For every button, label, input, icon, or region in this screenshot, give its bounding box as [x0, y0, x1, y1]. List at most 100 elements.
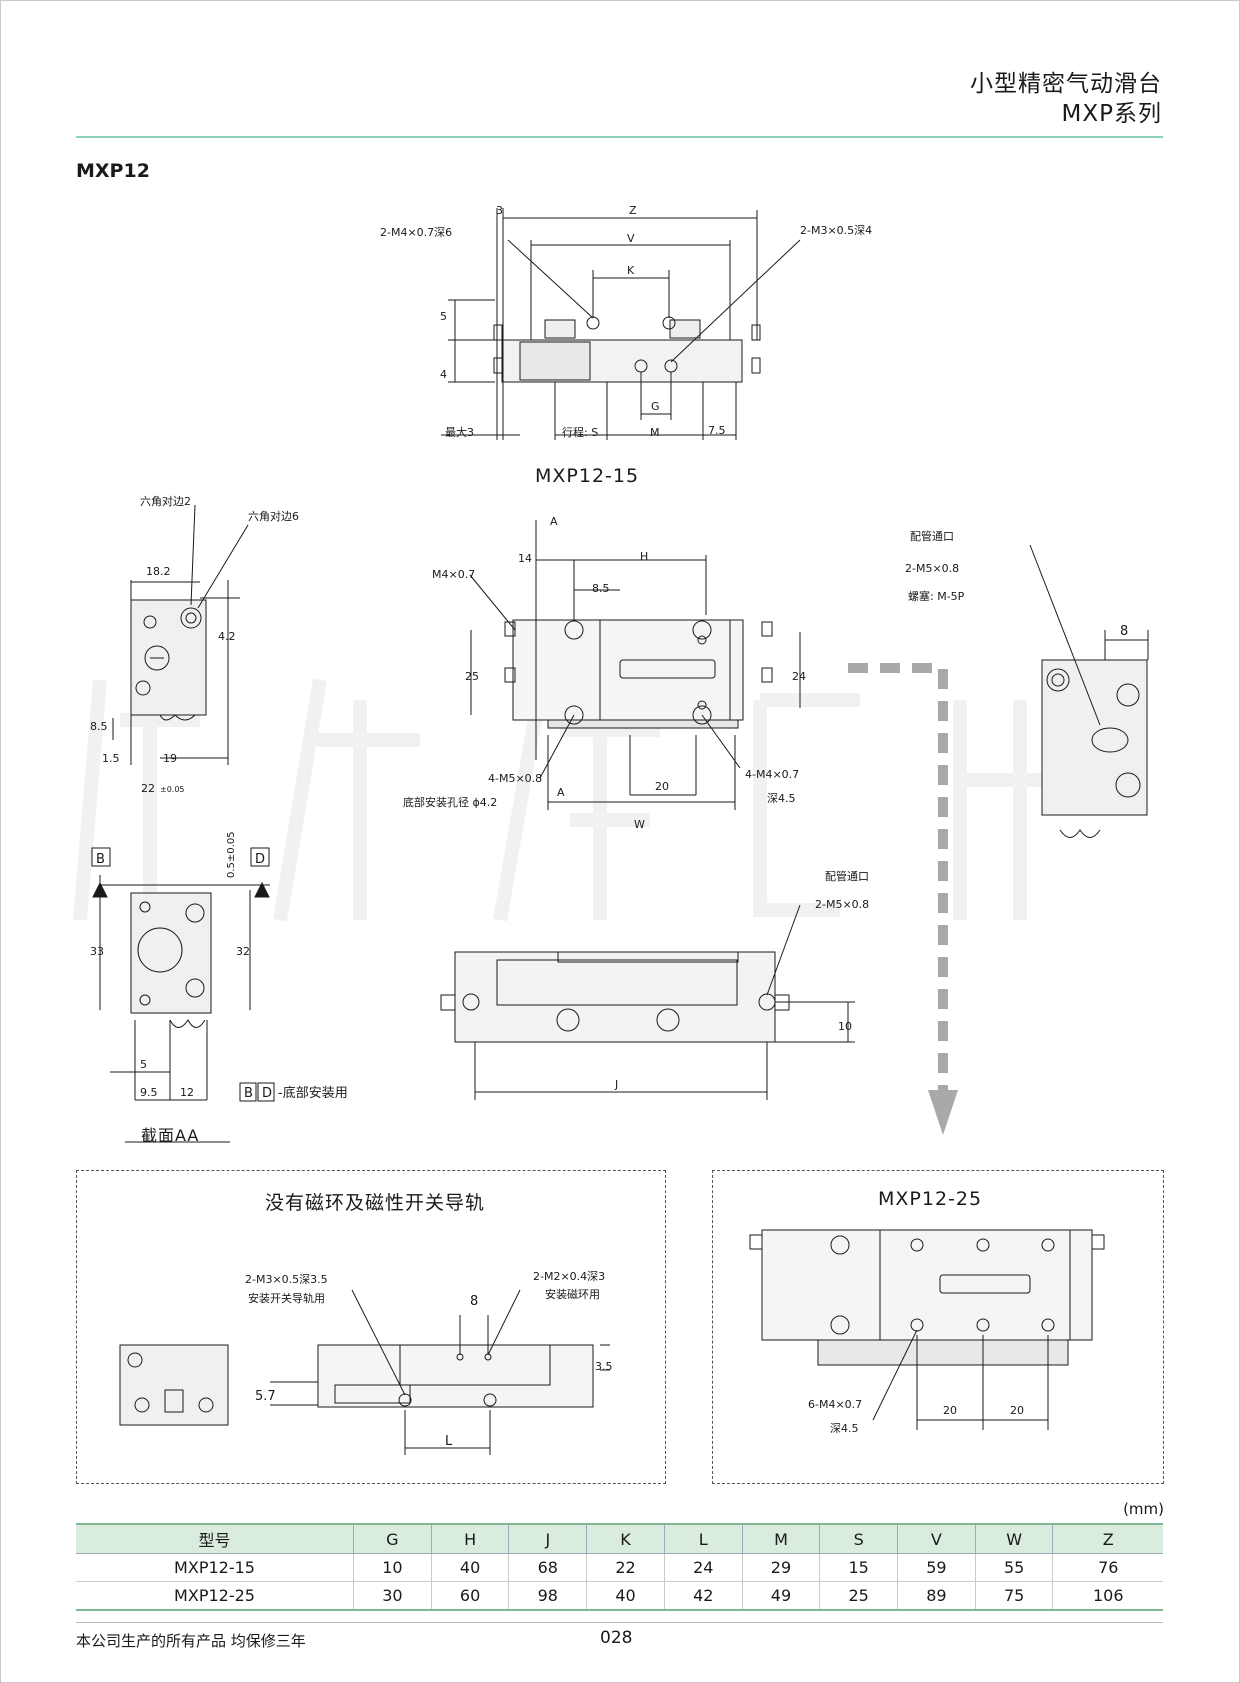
no-magnet-view-drawing: [119, 1289, 610, 1455]
flow-arrowhead: [928, 1090, 958, 1135]
dim-k: K: [627, 264, 635, 277]
col-h: H: [431, 1523, 510, 1554]
cell: 76: [1052, 1553, 1163, 1582]
dim-l: L: [445, 1434, 453, 1449]
cell: 98: [508, 1581, 588, 1611]
label-hex6: 六角对边6: [248, 509, 299, 523]
no-magnet-panel: [76, 1170, 666, 1484]
dim-25: 25: [465, 670, 479, 683]
label-m2-04-deep3: 2-M2×0.4深3: [533, 1270, 605, 1283]
dim-h: H: [640, 550, 648, 563]
cell: 24: [664, 1553, 743, 1582]
dim-w: W: [634, 818, 645, 831]
caption-mxp12-15: MXP12-15: [535, 465, 640, 487]
dim-19: 19: [163, 752, 177, 765]
cell: 10: [353, 1553, 432, 1582]
mxp12-25-panel: [712, 1170, 1164, 1484]
right-side-view-drawing: [1029, 544, 1149, 838]
units-label: (mm): [1123, 1500, 1164, 1518]
footer-note: 本公司生产的所有产品 均保修三年: [76, 1632, 306, 1650]
dim-3-5: 3.5: [595, 1360, 613, 1373]
legend-b: B: [244, 1086, 253, 1101]
dim-max3: 最大3: [445, 425, 474, 439]
cell: 15: [819, 1553, 899, 1582]
cell: 60: [431, 1581, 510, 1611]
label-m4-07-6: 6-M4×0.7: [808, 1398, 862, 1411]
dim-20a: 20: [943, 1404, 957, 1417]
top-view-drawing: [441, 208, 801, 440]
dim-8: 8: [1120, 624, 1128, 639]
header-series: MXP系列: [1061, 101, 1162, 127]
dim-10: 10: [838, 1020, 852, 1033]
legend-d: D: [262, 1086, 272, 1101]
label-m3-05-deep4: 2-M3×0.5深4: [800, 224, 872, 237]
cell: 68: [508, 1553, 588, 1582]
footer-rule: [76, 1622, 1163, 1623]
label-m3-05-deep3-5: 2-M3×0.5深3.5: [245, 1273, 328, 1286]
dim-1-5: 1.5: [102, 752, 120, 765]
col-k: K: [586, 1523, 665, 1554]
label-switch-rail: 安装开关导轨用: [248, 1291, 325, 1305]
dim-24: 24: [792, 670, 806, 683]
dim-12: 12: [180, 1086, 194, 1099]
mxp12-25-drawing: [749, 1229, 1105, 1430]
col-l: L: [664, 1523, 743, 1554]
dim-3: 3: [496, 204, 503, 217]
legend-bottom-mount: -底部安装用: [278, 1085, 348, 1101]
page-number: 028: [600, 1628, 633, 1648]
cell: 55: [975, 1553, 1054, 1582]
dim-9-5: 9.5: [140, 1086, 158, 1099]
label-m4-07-deep6: 2-M4×0.7深6: [380, 226, 452, 239]
dim-22: 22: [141, 782, 155, 795]
cell: 59: [897, 1553, 976, 1582]
dim-v: V: [627, 232, 635, 245]
dim-20: 20: [655, 780, 669, 793]
label-plug: 螺塞: M-5P: [908, 589, 965, 603]
label-magnet: 安装磁环用: [545, 1287, 600, 1301]
cell: 25: [819, 1581, 899, 1611]
col-s: S: [819, 1523, 899, 1554]
dim-j: J: [614, 1078, 618, 1091]
dim-stroke: 行程: S: [562, 426, 598, 439]
dim-m: M: [650, 426, 660, 439]
cell: 49: [742, 1581, 821, 1611]
cell: 106: [1052, 1581, 1163, 1611]
caption-no-magnet: 没有磁环及磁性开关导轨: [265, 1192, 486, 1214]
table-row: MXP12-25 30 60 98 40 42 49 25 89 75 106: [76, 1581, 1163, 1611]
header-title: 小型精密气动滑台: [970, 71, 1162, 97]
label-m5-08-2b: 2-M5×0.8: [815, 898, 869, 911]
col-g: G: [353, 1523, 432, 1554]
col-model: 型号: [76, 1523, 355, 1554]
bd-legend: B D -底部安装用: [91, 847, 348, 1102]
dim-4-2: 4.2: [218, 630, 236, 643]
cell: MXP12-15: [76, 1553, 355, 1582]
datum-d: D: [255, 852, 265, 867]
label-port-2: 配管通口: [825, 869, 869, 883]
dim-a-top: A: [550, 515, 558, 528]
cell: 89: [897, 1581, 976, 1611]
cell: 40: [431, 1553, 510, 1582]
table-row: MXP12-15 10 40 68 22 24 29 15 59 55 76: [76, 1553, 1163, 1582]
datum-b: B: [96, 852, 105, 867]
dim-22-tol: ±0.05: [160, 785, 185, 794]
section-aa-drawing: [92, 875, 270, 1143]
dim-g: G: [651, 400, 660, 413]
dim-32: 32: [236, 945, 250, 958]
col-w: W: [975, 1523, 1054, 1554]
end-view-drawing: [112, 504, 249, 765]
label-deep4-5: 深4.5: [767, 792, 796, 805]
cell: 30: [353, 1581, 432, 1611]
label-m4-07-4: 4-M4×0.7: [745, 768, 799, 781]
table-header-row: 型号 G H J K L M S V W Z: [76, 1523, 1163, 1554]
header-rule: [76, 136, 1163, 138]
cell: 22: [586, 1553, 665, 1582]
cell: 42: [664, 1581, 743, 1611]
dim-5b: 5: [140, 1058, 147, 1071]
cell: 40: [586, 1581, 665, 1611]
dim-14: 14: [518, 552, 532, 565]
dim-4: 4: [440, 368, 447, 381]
label-hex2: 六角对边2: [140, 494, 191, 508]
col-v: V: [897, 1523, 976, 1554]
model-title: MXP12: [76, 160, 150, 182]
